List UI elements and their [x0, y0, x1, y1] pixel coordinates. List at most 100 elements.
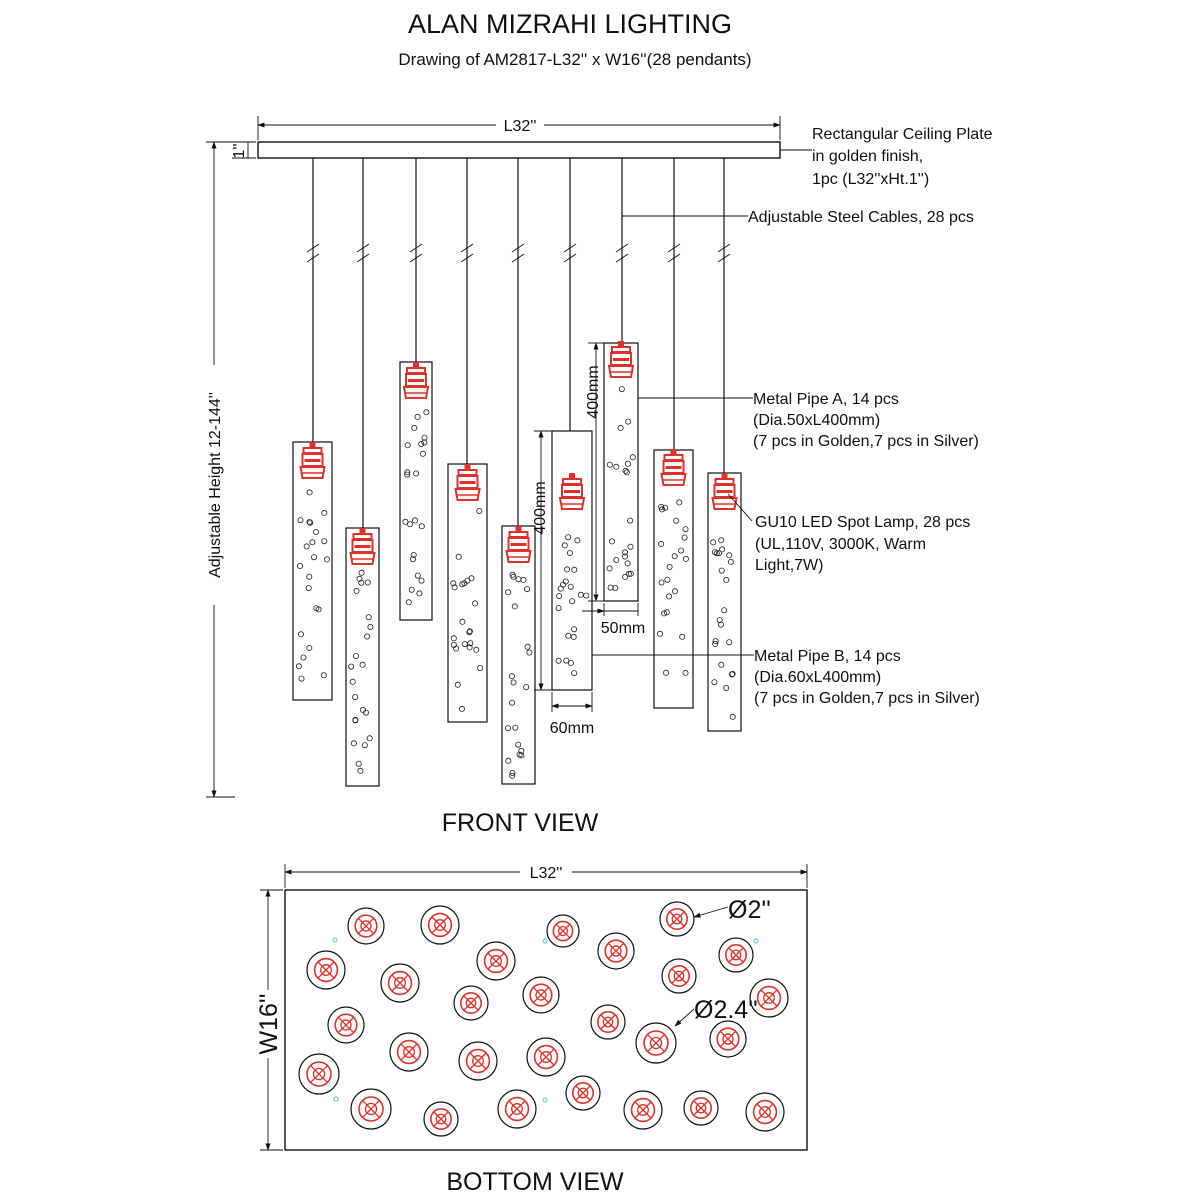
metal-pipe	[707, 472, 742, 732]
bottom-lamp	[718, 937, 754, 973]
cable-break-mark	[511, 243, 525, 263]
bottom-lamp	[546, 914, 580, 948]
callout-pipe-b-line-2: (Dia.60xL400mm)	[754, 669, 881, 686]
bottom-lamp	[458, 1041, 498, 1081]
bottom-lamp	[380, 963, 420, 1003]
pipe-a-width-dimension: 50mm	[582, 603, 645, 637]
bottom-plate	[284, 889, 808, 1151]
gu10-lamp	[505, 526, 532, 563]
metal-pipe	[292, 441, 333, 701]
pipe-a-length-dimension: 400mm	[585, 342, 604, 602]
gu10-lamp	[402, 362, 430, 399]
pendants	[292, 341, 742, 787]
bottom-lamp	[635, 1022, 677, 1064]
bottom-view-label: BOTTOM VIEW	[446, 1168, 624, 1196]
cable-break-mark	[615, 243, 629, 263]
cable-break-mark	[667, 243, 681, 263]
gu10-lamp	[299, 442, 326, 479]
gu10-lamp	[711, 473, 738, 510]
bottom-lamp	[389, 1032, 429, 1072]
large-diameter-label: Ø2.4''	[694, 996, 758, 1024]
callout-lamp-line-1: GU10 LED Spot Lamp, 28 pcs	[755, 514, 970, 531]
callout-pipe-b-line-1: Metal Pipe B, 14 pcs	[754, 648, 901, 665]
bottom-lamp	[522, 976, 560, 1014]
cable-markers	[332, 937, 759, 1103]
cable-marker	[753, 938, 759, 944]
callout-lamp-line-3: Light,7W)	[755, 557, 823, 574]
bottom-lamp	[526, 1037, 566, 1077]
callout-pipe-b: Metal Pipe B, 14 pcs (Dia.60xL400mm) (7 …	[754, 648, 980, 707]
cable-break-mark	[356, 243, 370, 263]
bottom-lamp	[298, 1053, 340, 1095]
bottom-lamp	[350, 1088, 392, 1130]
bottom-lamp	[327, 1006, 365, 1044]
pipe-b-width-dimension: 60mm	[550, 692, 594, 737]
metal-pipe	[551, 430, 593, 691]
bottom-lamp	[347, 907, 385, 945]
pendant	[653, 449, 694, 709]
callout-pipe-a: Metal Pipe A, 14 pcs (Dia.50xL400mm) (7 …	[753, 391, 979, 450]
gu10-lamp	[607, 341, 635, 378]
bottom-lamp	[497, 1089, 537, 1129]
cable-break-mark	[306, 243, 320, 263]
gu10-lamp	[454, 464, 481, 501]
pendant	[447, 463, 488, 723]
pendant	[603, 341, 639, 602]
callout-plate: Rectangular Ceiling Plate in golden fini…	[812, 126, 993, 188]
bottom-view: L32'' W16'' Ø2'' Ø2.4'' BOTTOM VIEW	[255, 864, 808, 1196]
callout-plate-line-3: 1pc (L32''xHt.1'')	[812, 171, 929, 188]
metal-pipe	[345, 527, 380, 787]
gu10-lamp	[660, 449, 687, 486]
bottom-length-label: L32''	[530, 865, 563, 882]
metal-pipe	[399, 361, 433, 621]
plate-height-dimension: 1''	[231, 141, 256, 159]
steel-cables	[306, 158, 731, 530]
bottom-lamp	[709, 1020, 747, 1058]
pendant	[707, 472, 742, 732]
cable-marker	[542, 938, 548, 944]
bottom-lamp	[420, 905, 460, 945]
bottom-lamp	[565, 1075, 601, 1111]
pendant	[551, 430, 593, 691]
bottom-lamp	[306, 950, 346, 990]
cable-marker	[542, 1097, 548, 1103]
bottom-lamp	[683, 1090, 719, 1126]
callout-leaders	[592, 149, 812, 656]
callout-plate-line-1: Rectangular Ceiling Plate	[812, 126, 993, 143]
plate-height-label: 1''	[231, 143, 248, 158]
callout-pipe-b-line-3: (7 pcs in Golden,7 pcs in Silver)	[754, 690, 980, 707]
bottom-lamp	[597, 932, 635, 970]
pendant	[501, 525, 536, 785]
callout-pipe-a-line-1: Metal Pipe A, 14 pcs	[753, 391, 899, 408]
ceiling-plate	[257, 141, 781, 159]
callout-lamp-line-2: (UL,110V, 3000K, Warm	[755, 536, 926, 553]
cable-marker	[332, 937, 338, 943]
callout-lamp: GU10 LED Spot Lamp, 28 pcs (UL,110V, 300…	[755, 514, 970, 574]
bottom-lamp	[476, 941, 516, 981]
callout-cables-line-1: Adjustable Steel Cables, 28 pcs	[748, 209, 974, 226]
metal-pipe	[653, 449, 694, 709]
front-view: L32'' 1'' Adjustable Height 12-144''	[206, 116, 993, 837]
pipe-b-length-dimension: 400mm	[532, 430, 552, 691]
pendant	[345, 527, 380, 787]
adjustable-height-label: Adjustable Height 12-144''	[207, 392, 224, 578]
bottom-lamp	[453, 985, 489, 1021]
bottom-width-label: W16''	[255, 994, 283, 1055]
plate-length-dimension: L32''	[257, 116, 781, 140]
cable-break-mark	[563, 243, 577, 263]
drawing-title: ALAN MIZRAHI LIGHTING	[408, 9, 732, 39]
callout-pipe-a-line-3: (7 pcs in Golden,7 pcs in Silver)	[753, 433, 979, 450]
pipe-b-width-label: 60mm	[550, 720, 594, 737]
pendant	[399, 361, 433, 621]
bottom-lamp	[749, 978, 789, 1018]
bottom-lamp	[423, 1101, 459, 1137]
bottom-lamp	[659, 901, 695, 937]
bottom-lamp	[745, 1092, 785, 1132]
bottom-width-dimension: W16''	[255, 889, 283, 1151]
callout-plate-line-2: in golden finish,	[812, 148, 923, 165]
gu10-lamp	[558, 473, 586, 510]
cable-marker	[333, 1096, 339, 1102]
cable-break-mark	[717, 243, 731, 263]
pipe-a-length-label: 400mm	[585, 365, 602, 418]
